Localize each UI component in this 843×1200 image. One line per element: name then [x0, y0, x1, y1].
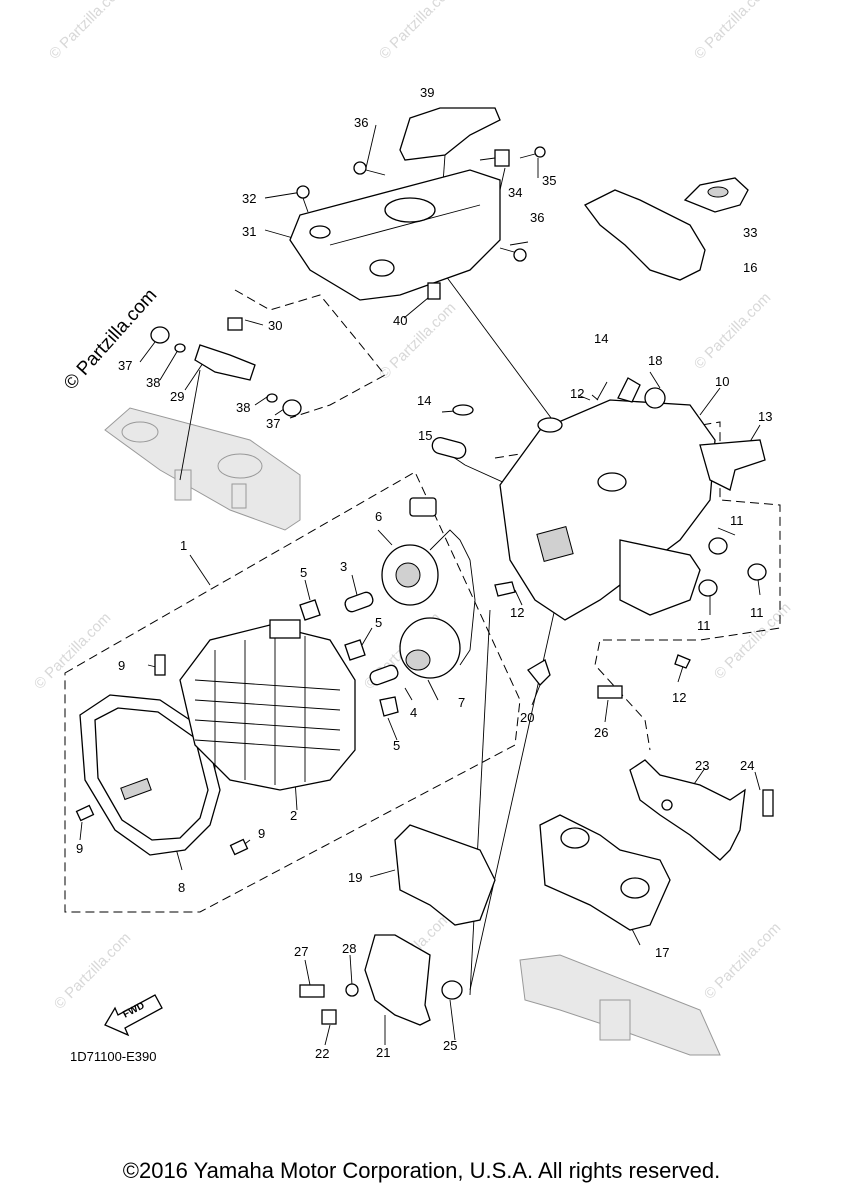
upper-triple-clamp-ghost: [104, 407, 301, 531]
callout-25: 25: [443, 1038, 457, 1053]
headlight-assembly-outline: [64, 471, 521, 913]
callout-8: 8: [178, 880, 185, 895]
faint-watermark: © Partzilla.com: [376, 0, 459, 63]
callout-11: 11: [750, 605, 764, 620]
part-3-bulb: [344, 591, 374, 613]
callout-39: 39: [420, 85, 434, 100]
faint-watermark: © Partzilla.com: [31, 609, 114, 692]
bottom-hardware: [299, 685, 623, 1025]
callout-37: 37: [118, 358, 132, 373]
callout-9: 9: [258, 826, 265, 841]
part-31-meter-bracket: [289, 169, 501, 301]
lower-triple-clamp-ghost: [519, 954, 721, 1056]
callout-2: 2: [290, 808, 297, 823]
callout-36: 36: [354, 115, 368, 130]
callout-14: 14: [594, 331, 608, 346]
part-8-rim: [79, 694, 221, 856]
part-5-bulb-holders: [299, 599, 399, 717]
callout-7: 7: [458, 695, 465, 710]
callout-14: 14: [417, 393, 431, 408]
part-11-grommets: [494, 537, 767, 686]
callout-18: 18: [648, 353, 662, 368]
callout-37: 37: [266, 416, 280, 431]
part-9-screws: [75, 654, 249, 856]
callout-labels: 39 36 35 34 32 31 33 36 16 30 40 37 38 2…: [76, 85, 772, 1061]
part-6-socket: [381, 497, 476, 666]
part-19-cover: [394, 824, 496, 926]
callout-15: 15: [418, 428, 432, 443]
callout-32: 32: [242, 191, 256, 206]
callout-5: 5: [375, 615, 382, 630]
faint-watermark: © Partzilla.com: [51, 929, 134, 1012]
callout-12: 12: [672, 690, 686, 705]
part-33-trim: [683, 177, 749, 213]
callout-40: 40: [393, 313, 407, 328]
callout-10: 10: [715, 374, 729, 389]
callout-4: 4: [410, 705, 417, 720]
callout-38: 38: [146, 375, 160, 390]
callout-20: 20: [520, 710, 534, 725]
callout-35: 35: [542, 173, 556, 188]
callout-27: 27: [294, 944, 308, 959]
callout-16: 16: [743, 260, 757, 275]
callout-34: 34: [508, 185, 522, 200]
part-16-shroud: [584, 189, 706, 281]
callout-11: 11: [697, 618, 711, 633]
callout-36: 36: [530, 210, 544, 225]
part-2-headlight-lens: [179, 619, 356, 791]
callout-5: 5: [300, 565, 307, 580]
callout-33: 33: [743, 225, 757, 240]
callout-6: 6: [375, 509, 382, 524]
faint-watermark: © Partzilla.com: [691, 289, 774, 372]
callout-31: 31: [242, 224, 256, 239]
callout-3: 3: [340, 559, 347, 574]
callout-30: 30: [268, 318, 282, 333]
callout-12: 12: [510, 605, 524, 620]
callout-17: 17: [655, 945, 669, 960]
drawing-code: 1D71100-E390: [70, 1049, 157, 1064]
callout-11: 11: [730, 513, 744, 528]
fwd-arrow: FWD: [104, 994, 163, 1037]
callout-21: 21: [376, 1045, 390, 1060]
callout-19: 19: [348, 870, 362, 885]
callout-1: 1: [180, 538, 187, 553]
callout-23: 23: [695, 758, 709, 773]
callout-24: 24: [740, 758, 754, 773]
faint-watermark: © Partzilla.com: [701, 919, 784, 1002]
part-39-cover: [399, 107, 501, 161]
callout-5: 5: [393, 738, 400, 753]
faint-watermark: © Partzilla.com: [691, 0, 774, 63]
callout-9: 9: [76, 841, 83, 856]
part-4-bulb: [369, 664, 399, 686]
callout-9: 9: [118, 658, 125, 673]
faint-watermark: © Partzilla.com: [376, 299, 459, 382]
part-24-bolt: [762, 789, 774, 817]
top-hardware: [150, 146, 546, 417]
part-7-horn: [399, 617, 461, 679]
callout-13: 13: [758, 409, 772, 424]
meter-bracket-outline: [234, 289, 386, 419]
copyright-notice: ©2016 Yamaha Motor Corporation, U.S.A. A…: [122, 1158, 721, 1183]
part-10-headlight-housing: [431, 377, 766, 621]
faint-watermark: © Partzilla.com: [46, 0, 129, 63]
callout-22: 22: [315, 1046, 329, 1061]
part-17-cover: [539, 814, 671, 931]
part-21-bracket: [364, 934, 431, 1026]
callout-28: 28: [342, 941, 356, 956]
callout-29: 29: [170, 389, 184, 404]
callout-38: 38: [236, 400, 250, 415]
part-23-bracket: [629, 759, 746, 861]
callout-26: 26: [594, 725, 608, 740]
callout-12: 12: [570, 386, 584, 401]
